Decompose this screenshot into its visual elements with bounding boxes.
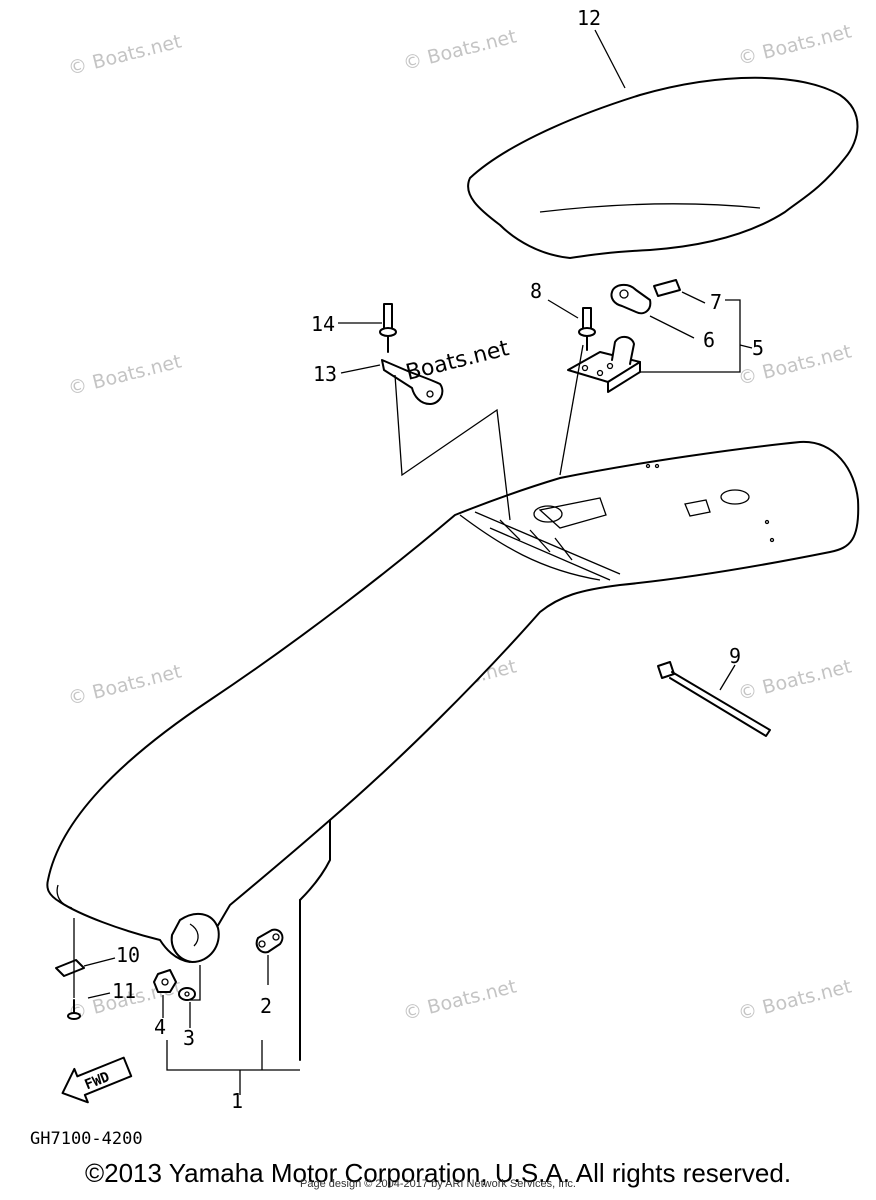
callout-4: 4 <box>154 1015 166 1039</box>
pin-part-7 <box>653 279 681 297</box>
watermark-inline-text: Boats.net <box>403 336 512 386</box>
bolt-plate-part-2 <box>255 928 284 954</box>
callout-2: 2 <box>260 994 272 1018</box>
copyright-notice: ©2013 Yamaha Motor Corporation, U.S.A. A… <box>84 1158 792 1188</box>
part-code: GH7100-4200 <box>30 1129 143 1149</box>
fwd-arrow: FWD <box>61 1056 133 1104</box>
cable-tie-part <box>657 661 771 737</box>
callout-11: 11 <box>112 979 136 1003</box>
callout-10: 10 <box>116 943 140 967</box>
watermark: © Boats.net <box>66 350 184 399</box>
clip-part-10 <box>55 959 85 977</box>
watermark-inline: Boats.net <box>403 336 512 386</box>
watermark: © Boats.net <box>736 20 854 69</box>
seat-lock-lever-part <box>381 359 444 405</box>
hinge-bracket-part <box>567 336 641 393</box>
rivet-part-8 <box>578 307 596 351</box>
callout-labels: 1 2 3 4 5 6 7 8 9 10 11 12 13 14 <box>112 6 764 1113</box>
hook-part-6 <box>610 284 652 315</box>
callout-3: 3 <box>183 1026 195 1050</box>
leader-lines <box>73 29 753 1095</box>
callout-6: 6 <box>703 328 715 352</box>
callout-14: 14 <box>311 312 335 336</box>
nut-part-4 <box>153 969 177 993</box>
callout-13: 13 <box>313 362 337 386</box>
callout-8: 8 <box>530 279 542 303</box>
watermark: © Boats.net <box>66 660 184 709</box>
callout-7: 7 <box>710 290 722 314</box>
watermark: © Boats.net <box>401 25 519 74</box>
rivet-part-14 <box>379 303 397 353</box>
callout-9: 9 <box>729 644 741 668</box>
seat-cushion-part <box>467 76 859 259</box>
washer-part-3 <box>178 987 196 1001</box>
watermark: © Boats.net <box>401 975 519 1024</box>
watermark: © Boats.net <box>66 30 184 79</box>
callout-12: 12 <box>577 6 601 30</box>
screw-part-11 <box>67 999 81 1020</box>
seat-base-part <box>46 440 860 1061</box>
watermark: © Boats.net <box>736 655 854 704</box>
callout-5: 5 <box>752 336 764 360</box>
callout-1: 1 <box>231 1089 243 1113</box>
watermark: © Boats.net <box>736 975 854 1024</box>
page-design-notice: Page design © 2004-2017 by ARI Network S… <box>300 1178 576 1190</box>
